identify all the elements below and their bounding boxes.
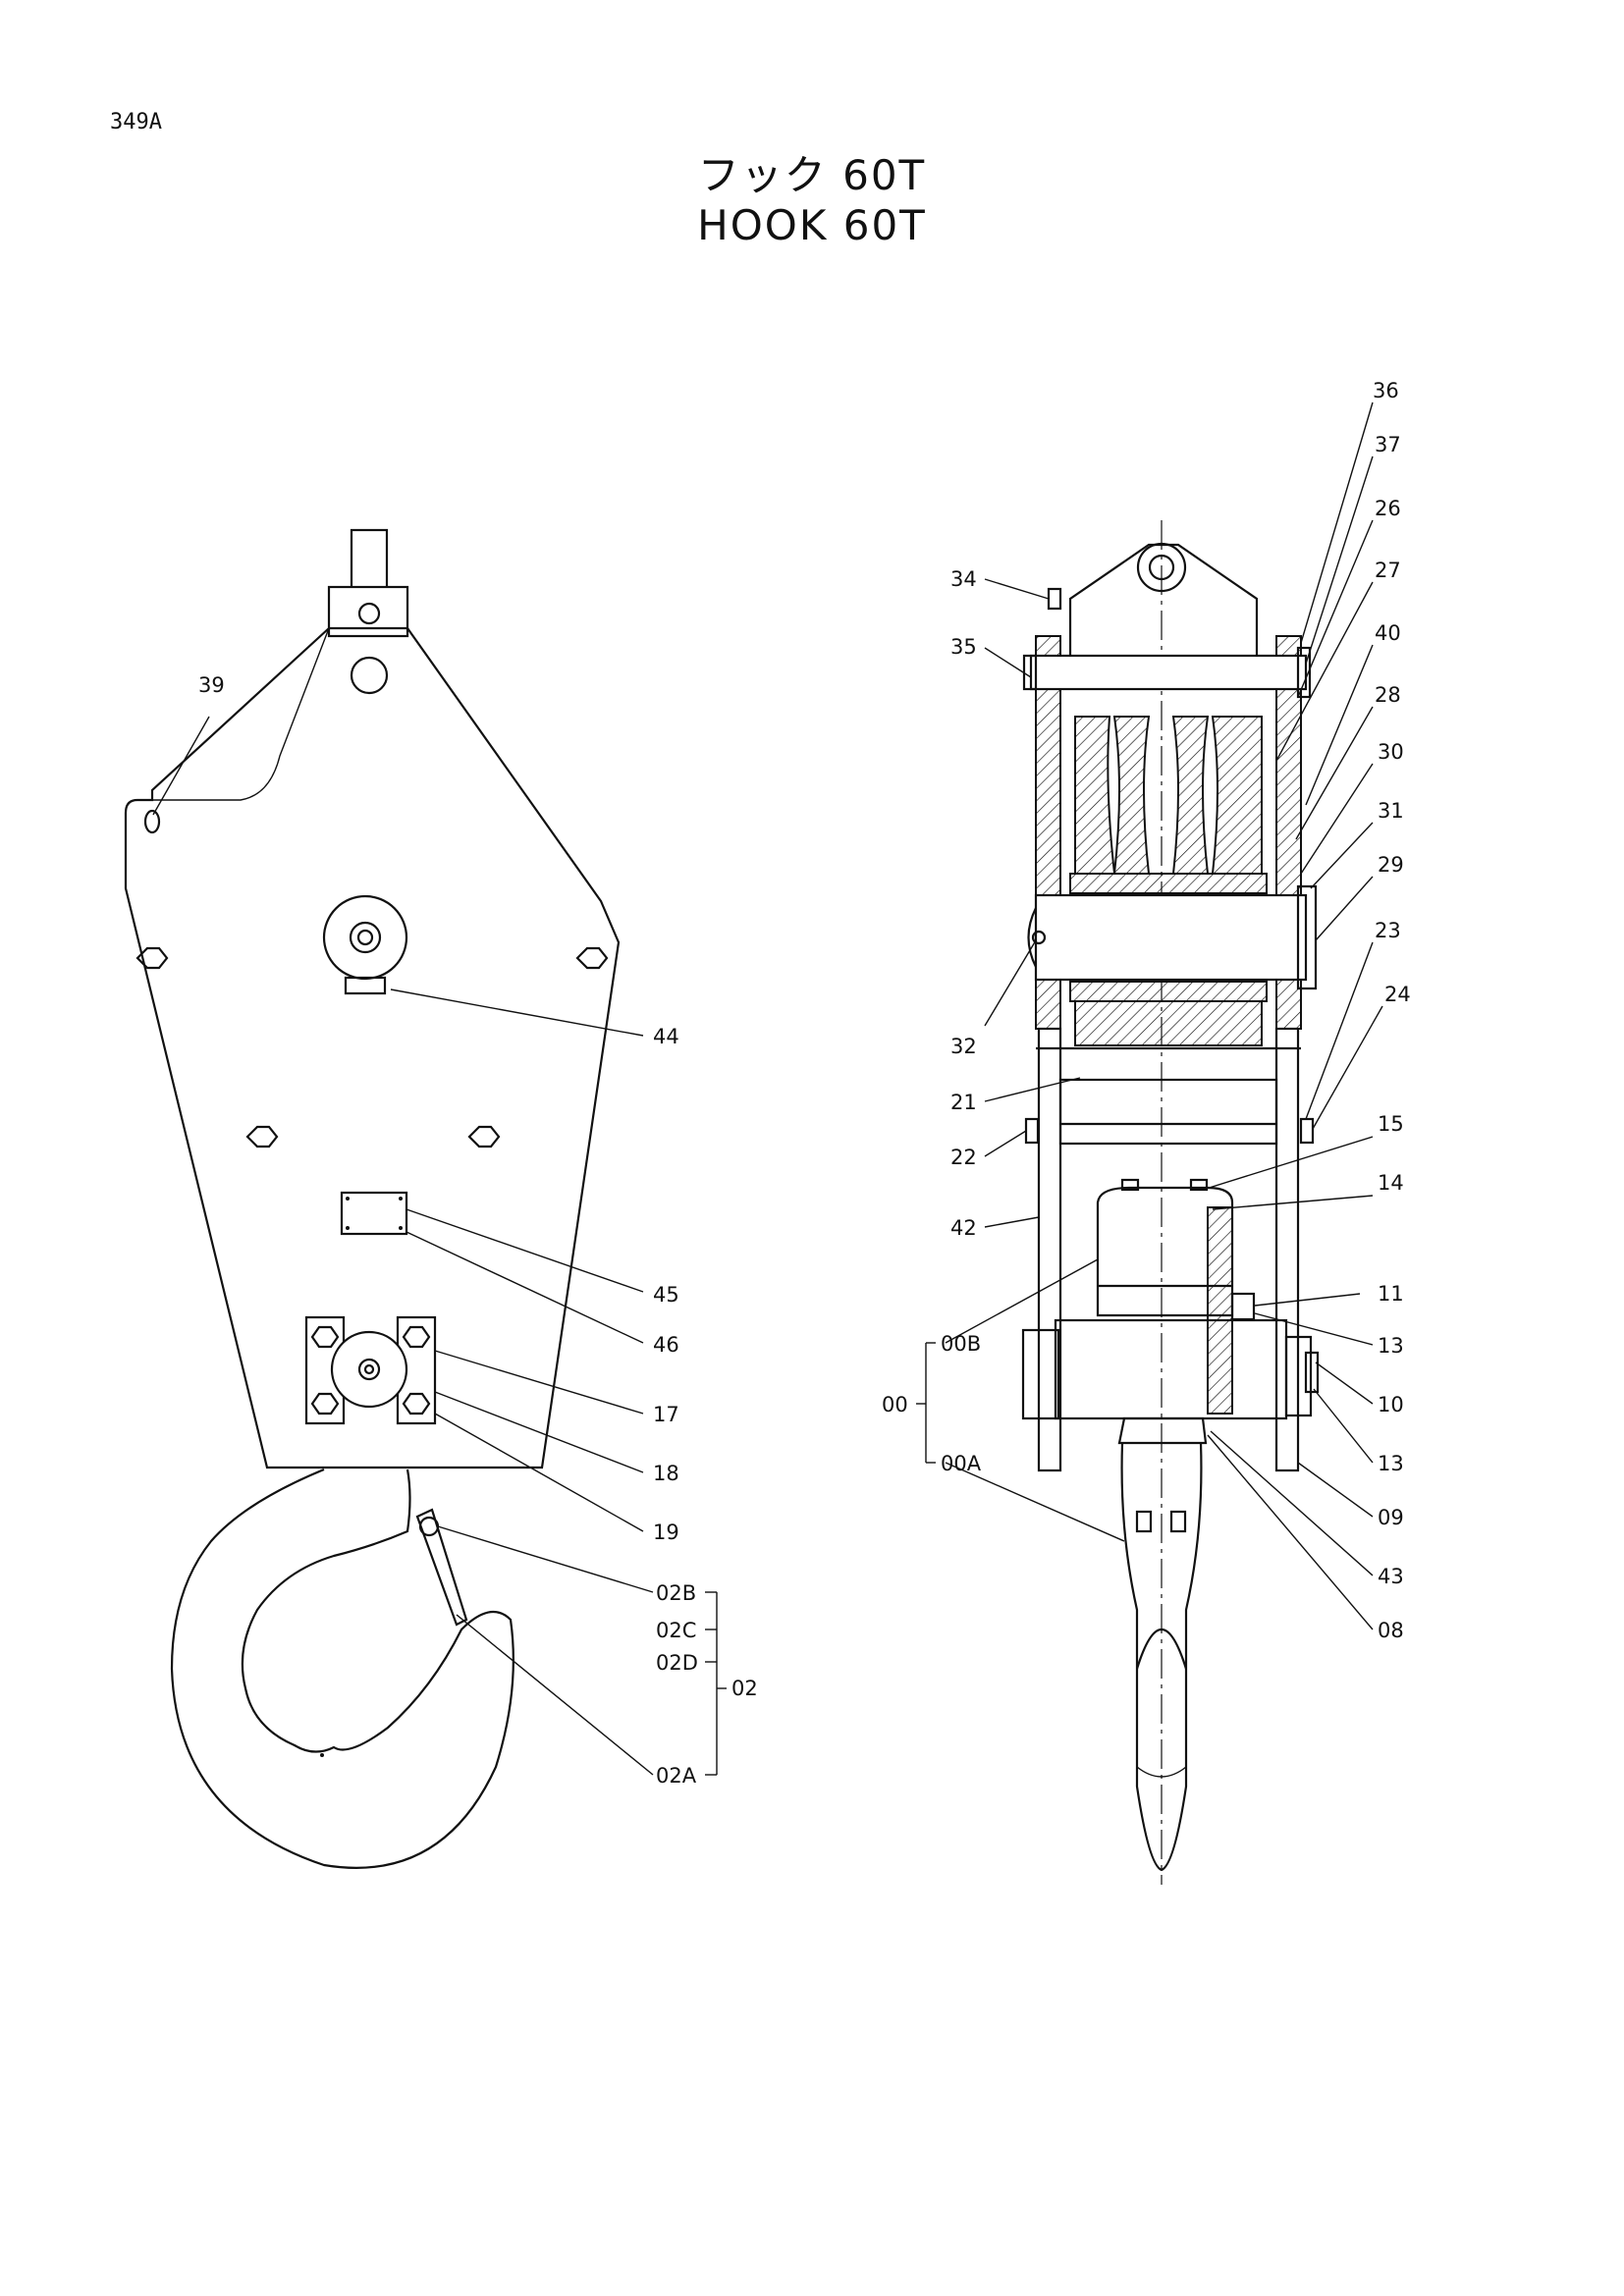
callout-45: 45 bbox=[653, 1283, 679, 1307]
callout-22: 22 bbox=[950, 1146, 977, 1169]
callout-09: 09 bbox=[1378, 1506, 1404, 1529]
leader-lines bbox=[152, 401, 1383, 1776]
callout-28: 28 bbox=[1375, 683, 1401, 707]
callout-40: 40 bbox=[1375, 621, 1401, 645]
callout-17: 17 bbox=[653, 1403, 679, 1426]
callout-36: 36 bbox=[1373, 379, 1399, 402]
callout-31: 31 bbox=[1378, 799, 1404, 823]
callout-02D: 02D bbox=[656, 1651, 698, 1675]
callout-02B: 02B bbox=[656, 1581, 696, 1605]
callout-37: 37 bbox=[1375, 433, 1401, 456]
callout-26: 26 bbox=[1375, 497, 1401, 520]
callout-13b: 13 bbox=[1378, 1452, 1404, 1475]
callout-15: 15 bbox=[1378, 1112, 1404, 1136]
callout-23: 23 bbox=[1375, 919, 1401, 942]
callout-21: 21 bbox=[950, 1091, 977, 1114]
callout-43: 43 bbox=[1378, 1565, 1404, 1588]
callout-29: 29 bbox=[1378, 853, 1404, 877]
callout-08: 08 bbox=[1378, 1619, 1404, 1642]
hook-front-section bbox=[1021, 520, 1320, 1885]
callout-18: 18 bbox=[653, 1462, 679, 1485]
callout-44: 44 bbox=[653, 1025, 679, 1048]
callout-13a: 13 bbox=[1378, 1334, 1404, 1358]
callout-11: 11 bbox=[1378, 1282, 1404, 1306]
callout-02C: 02C bbox=[656, 1619, 696, 1642]
title-english: HOOK 60T bbox=[697, 201, 927, 249]
page-code: 349A bbox=[110, 110, 162, 134]
callout-46: 46 bbox=[653, 1333, 679, 1357]
callout-10: 10 bbox=[1378, 1393, 1404, 1416]
callout-00B: 00B bbox=[941, 1332, 981, 1356]
callout-14: 14 bbox=[1378, 1171, 1404, 1195]
callout-27: 27 bbox=[1375, 559, 1401, 582]
callout-02A: 02A bbox=[656, 1764, 697, 1788]
callout-32: 32 bbox=[950, 1035, 977, 1058]
callout-34: 34 bbox=[950, 567, 977, 591]
callout-00: 00 bbox=[882, 1393, 908, 1416]
title-japanese: フック 60T bbox=[697, 151, 927, 199]
callout-42: 42 bbox=[950, 1216, 977, 1240]
callout-30: 30 bbox=[1378, 740, 1404, 764]
callout-39: 39 bbox=[198, 673, 225, 697]
callout-35: 35 bbox=[950, 635, 977, 659]
callout-00A: 00A bbox=[941, 1452, 982, 1475]
callout-24: 24 bbox=[1384, 983, 1411, 1006]
hook-side-view bbox=[124, 528, 621, 1869]
callout-02: 02 bbox=[731, 1677, 758, 1700]
callout-19: 19 bbox=[653, 1521, 679, 1544]
callout-labels: 39 44 45 46 17 18 19 02B 02C 02D 02 02A … bbox=[198, 379, 1411, 1788]
